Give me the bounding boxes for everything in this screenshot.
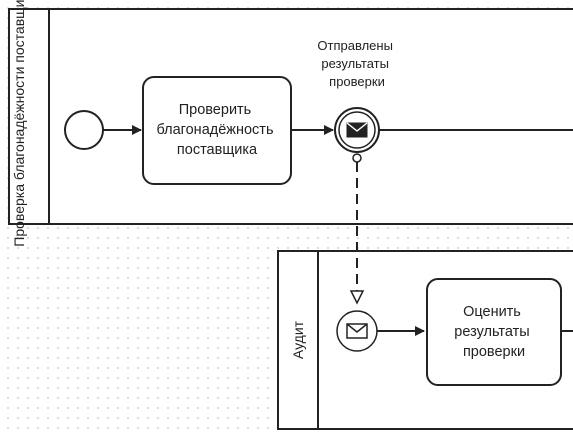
task-evaluate-results-line-1: Оценить [463, 304, 521, 320]
start-event[interactable] [64, 110, 104, 150]
task-evaluate-results[interactable]: Оценить результаты проверки [426, 278, 562, 386]
event-label-line-3: проверки [329, 74, 385, 89]
message-flow[interactable] [349, 153, 365, 305]
task-check-reliability-line-2: благонадёжность [156, 122, 273, 138]
event-label-line-1: Отправлены [317, 38, 393, 53]
task-check-reliability-line-3: поставщика [177, 142, 258, 158]
pool-label-line-1: Проверка благонадёжности поставщика [11, 0, 27, 247]
pool-audit-label: Аудит [290, 320, 306, 359]
svg-text:Оценить результаты: Оценить результаты проверки [454, 304, 533, 360]
event-audit-start[interactable] [336, 310, 378, 352]
task-check-reliability[interactable]: Проверить благонадёжность поставщика [142, 76, 292, 185]
event-label-line-2: результаты [321, 56, 389, 71]
task-check-reliability-line-1: Проверить [179, 102, 252, 118]
event-results-sent-label: Отправлены результаты проверки [317, 38, 396, 89]
task-evaluate-results-line-2: результаты [454, 324, 529, 340]
envelope-icon [346, 122, 368, 138]
task-evaluate-results-line-3: проверки [463, 344, 525, 360]
envelope-icon [346, 323, 368, 339]
event-results-sent[interactable] [334, 107, 380, 153]
svg-text:Проверить благонадёжност: Проверить благонадёжность поставщика [156, 102, 277, 158]
pool-supplier-check-label: Проверка благонадёжности поставщика [11, 0, 27, 247]
pool-supplier-check[interactable]: Проверка благонадёжности поставщика [8, 0, 573, 247]
